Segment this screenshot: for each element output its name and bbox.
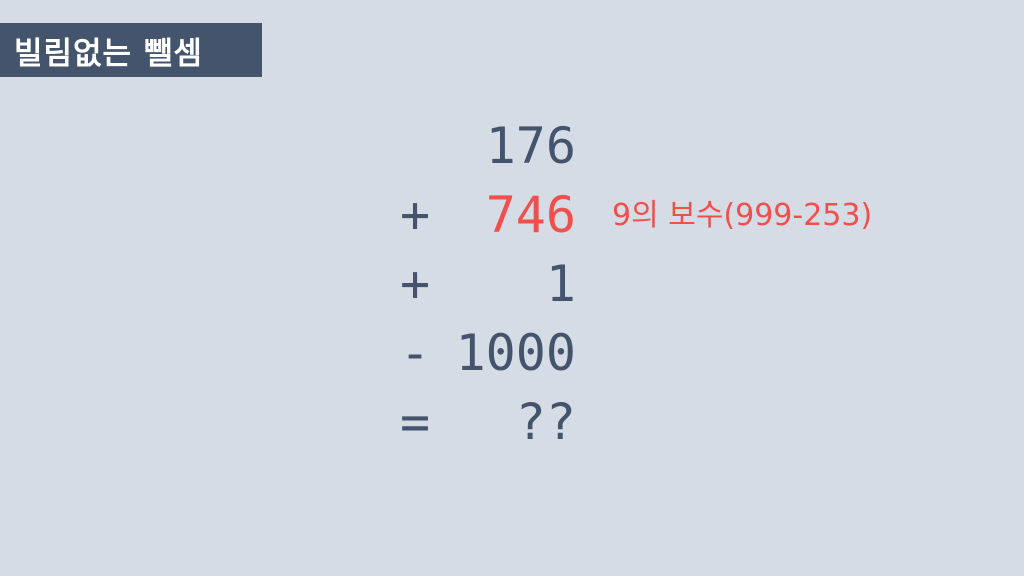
row-value-highlighted: 746 [485, 186, 576, 244]
row-operator: = [400, 393, 431, 451]
calc-row-complement: + 746 9의 보수(999-253) [380, 181, 920, 250]
row-value: 176 [485, 117, 576, 175]
row-operator: - [400, 324, 431, 382]
row-operator: + [400, 186, 431, 244]
row-value: ?? [515, 393, 576, 451]
slide-title: 빌림없는 뺄셈 [14, 35, 203, 72]
calc-row-minuend: 176 [380, 112, 920, 181]
row-operator: + [400, 255, 431, 313]
complement-note: 9의 보수(999-253) [612, 198, 873, 233]
subtraction-calculation: 176 + 746 9의 보수(999-253) + 1 - 1000 = ?? [380, 112, 920, 457]
calc-row-minus-thousand: - 1000 [380, 319, 920, 388]
row-value: 1000 [455, 324, 576, 382]
calc-row-plus-one: + 1 [380, 250, 920, 319]
title-bar: 빌림없는 뺄셈 [0, 23, 262, 77]
calc-row-result: = ?? [380, 388, 920, 457]
row-value: 1 [545, 255, 576, 313]
